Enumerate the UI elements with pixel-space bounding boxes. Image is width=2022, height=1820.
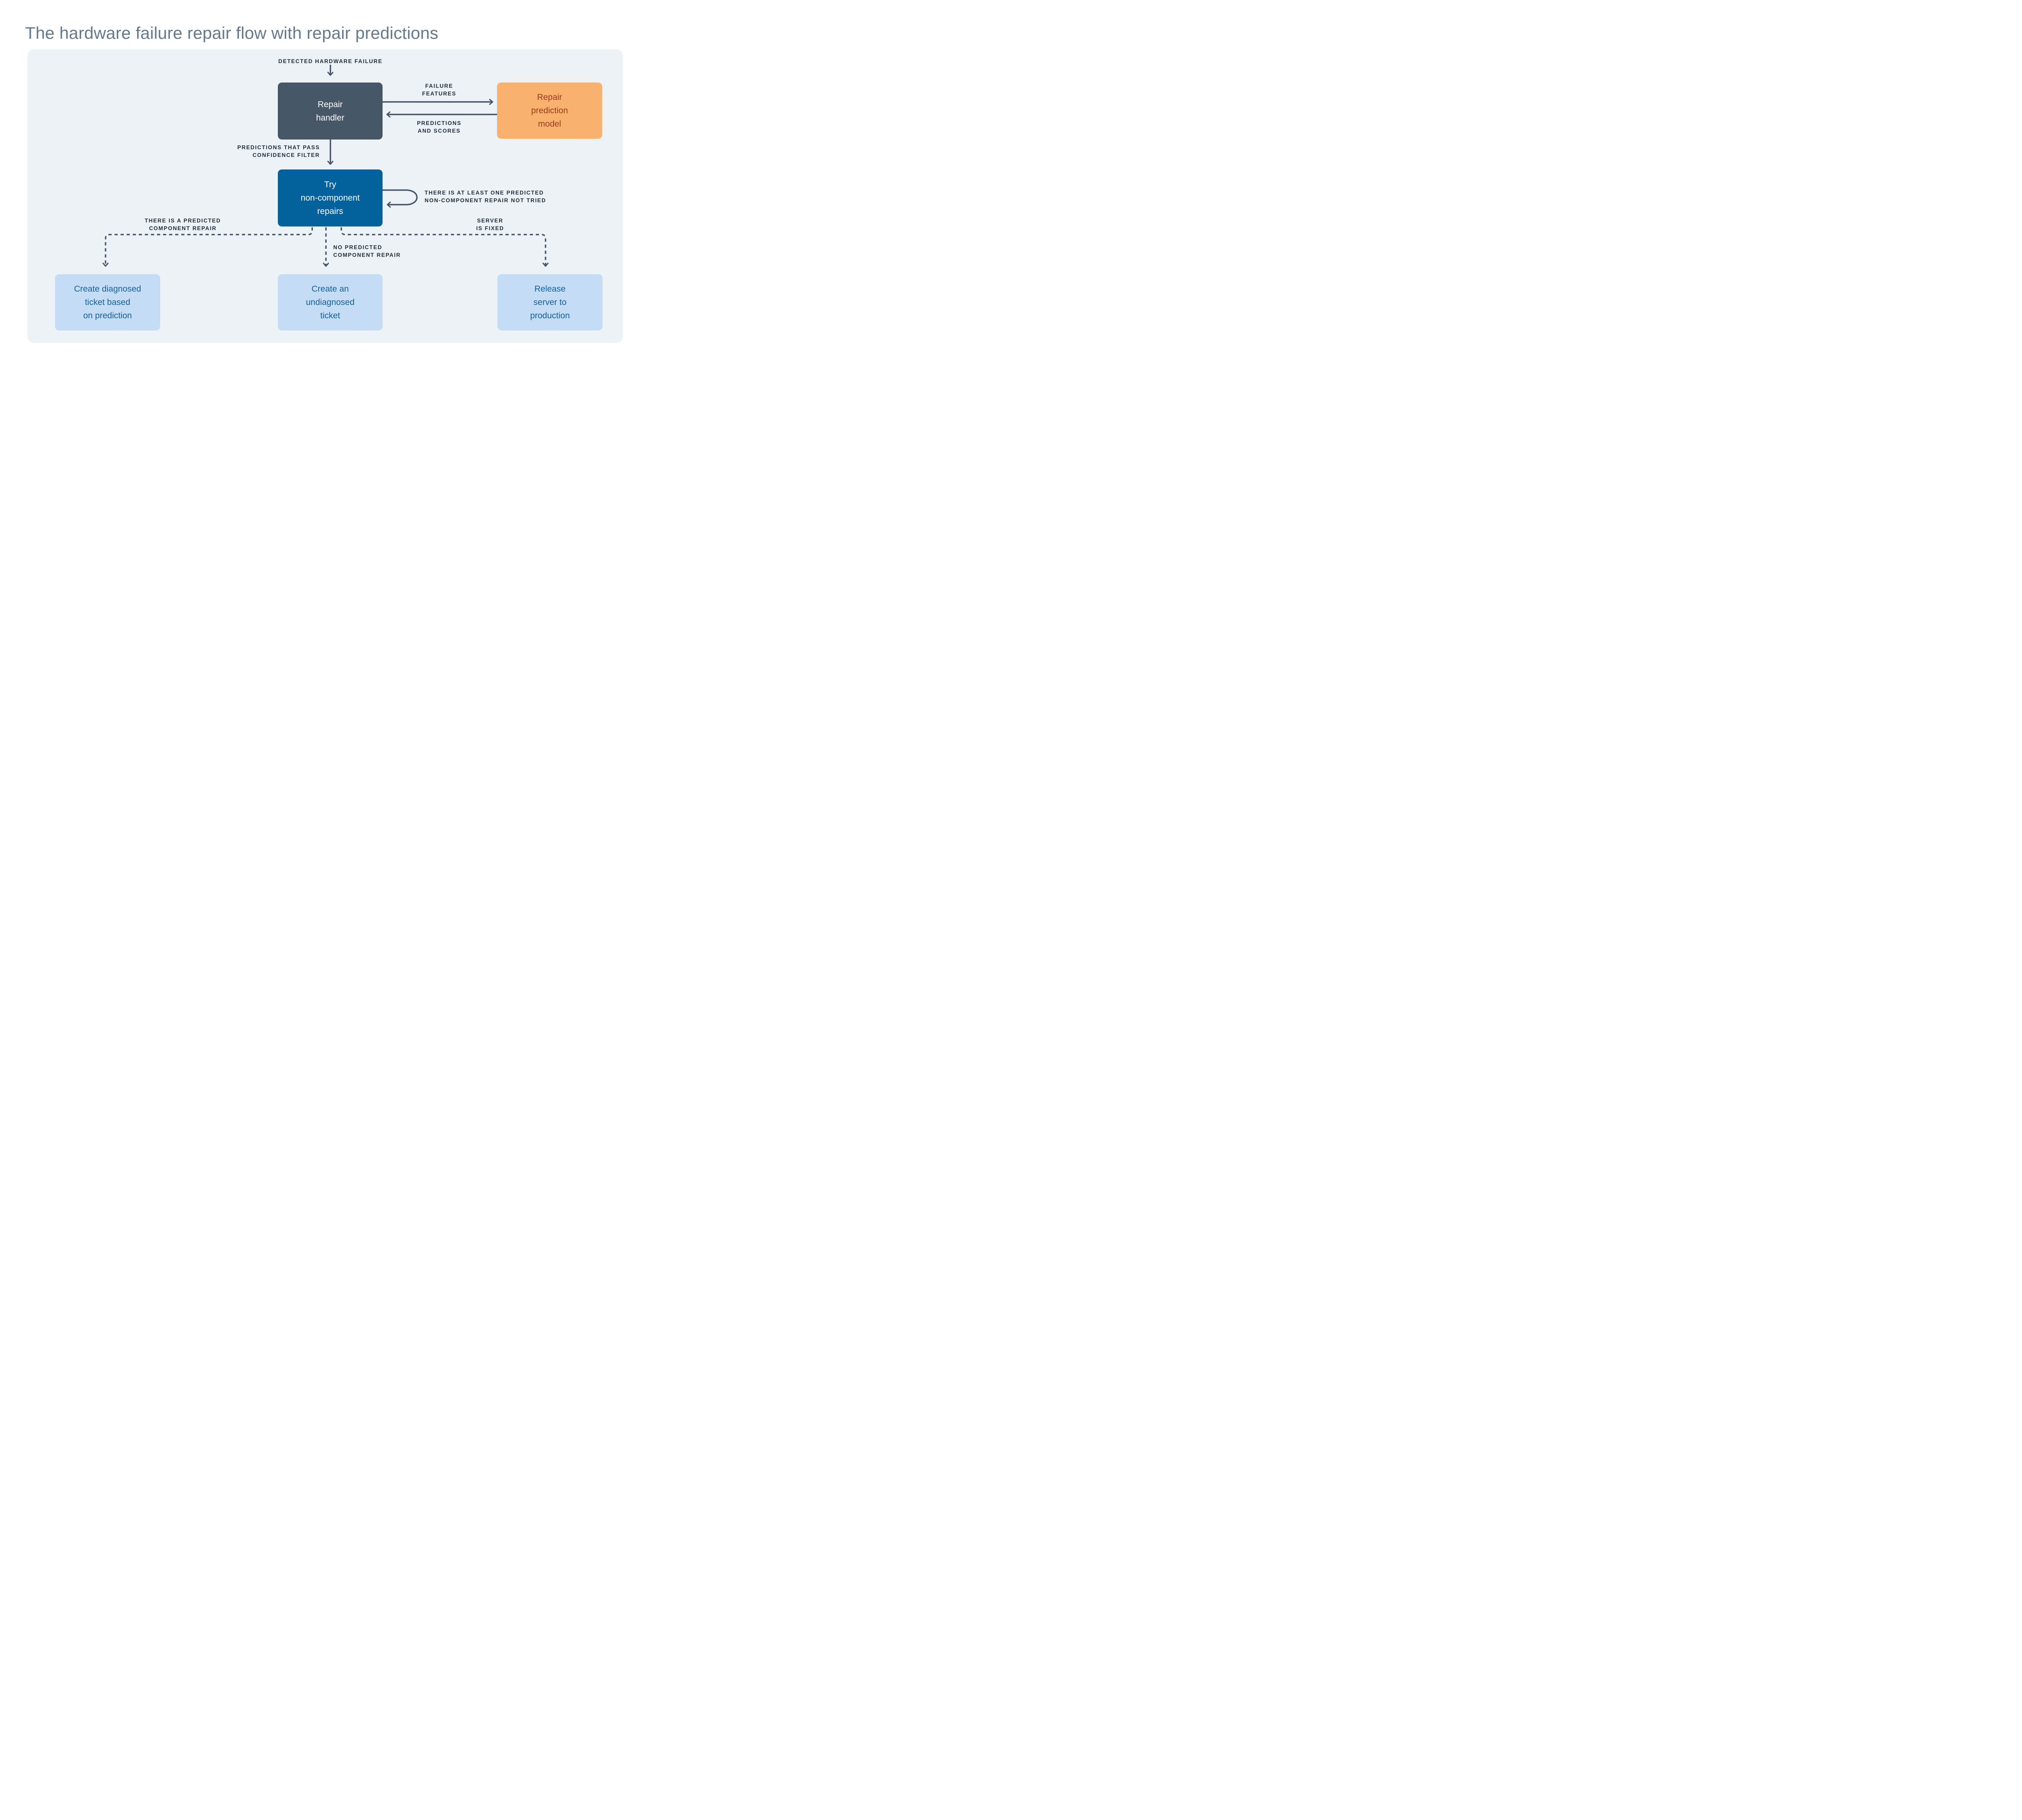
label-predictions-and-scores: PREDICTIONS AND SCORES	[417, 120, 461, 134]
hardware-repair-flow-diagram: The hardware failure repair flow with re…	[0, 0, 647, 364]
label-server-is-fixed: SERVER IS FIXED	[476, 218, 504, 231]
node-repair-handler-label: Repair handler	[316, 99, 345, 123]
label-pass-confidence-filter: PREDICTIONS THAT PASS CONFIDENCE FILTER	[237, 144, 320, 158]
label-detected-hardware-failure: DETECTED HARDWARE FAILURE	[278, 58, 383, 64]
node-try-non-component-repairs: Try non-component repairs	[278, 169, 383, 226]
node-release-server-label: Release server to production	[530, 284, 570, 320]
node-create-diagnosed-ticket-label: Create diagnosed ticket based on predict…	[74, 284, 141, 320]
node-try-non-component-repairs-label: Try non-component repairs	[300, 180, 360, 216]
node-create-diagnosed-ticket: Create diagnosed ticket based on predict…	[55, 274, 160, 330]
label-no-predicted-component-repair: NO PREDICTED COMPONENT REPAIR	[333, 244, 401, 258]
node-repair-handler: Repair handler	[278, 83, 383, 140]
label-predicted-component-repair: THERE IS A PREDICTED COMPONENT REPAIR	[144, 218, 221, 231]
node-create-undiagnosed-ticket-label: Create an undiagnosed ticket	[306, 284, 355, 320]
page-title: The hardware failure repair flow with re…	[25, 23, 438, 42]
node-repair-prediction-model-label: Repair prediction model	[531, 93, 568, 129]
node-create-undiagnosed-ticket: Create an undiagnosed ticket	[278, 274, 383, 330]
label-failure-features: FAILURE FEATURES	[422, 83, 457, 97]
node-release-server: Release server to production	[497, 274, 603, 330]
label-repair-not-tried: THERE IS AT LEAST ONE PREDICTED NON-COMP…	[425, 190, 546, 203]
node-repair-prediction-model: Repair prediction model	[497, 83, 602, 139]
